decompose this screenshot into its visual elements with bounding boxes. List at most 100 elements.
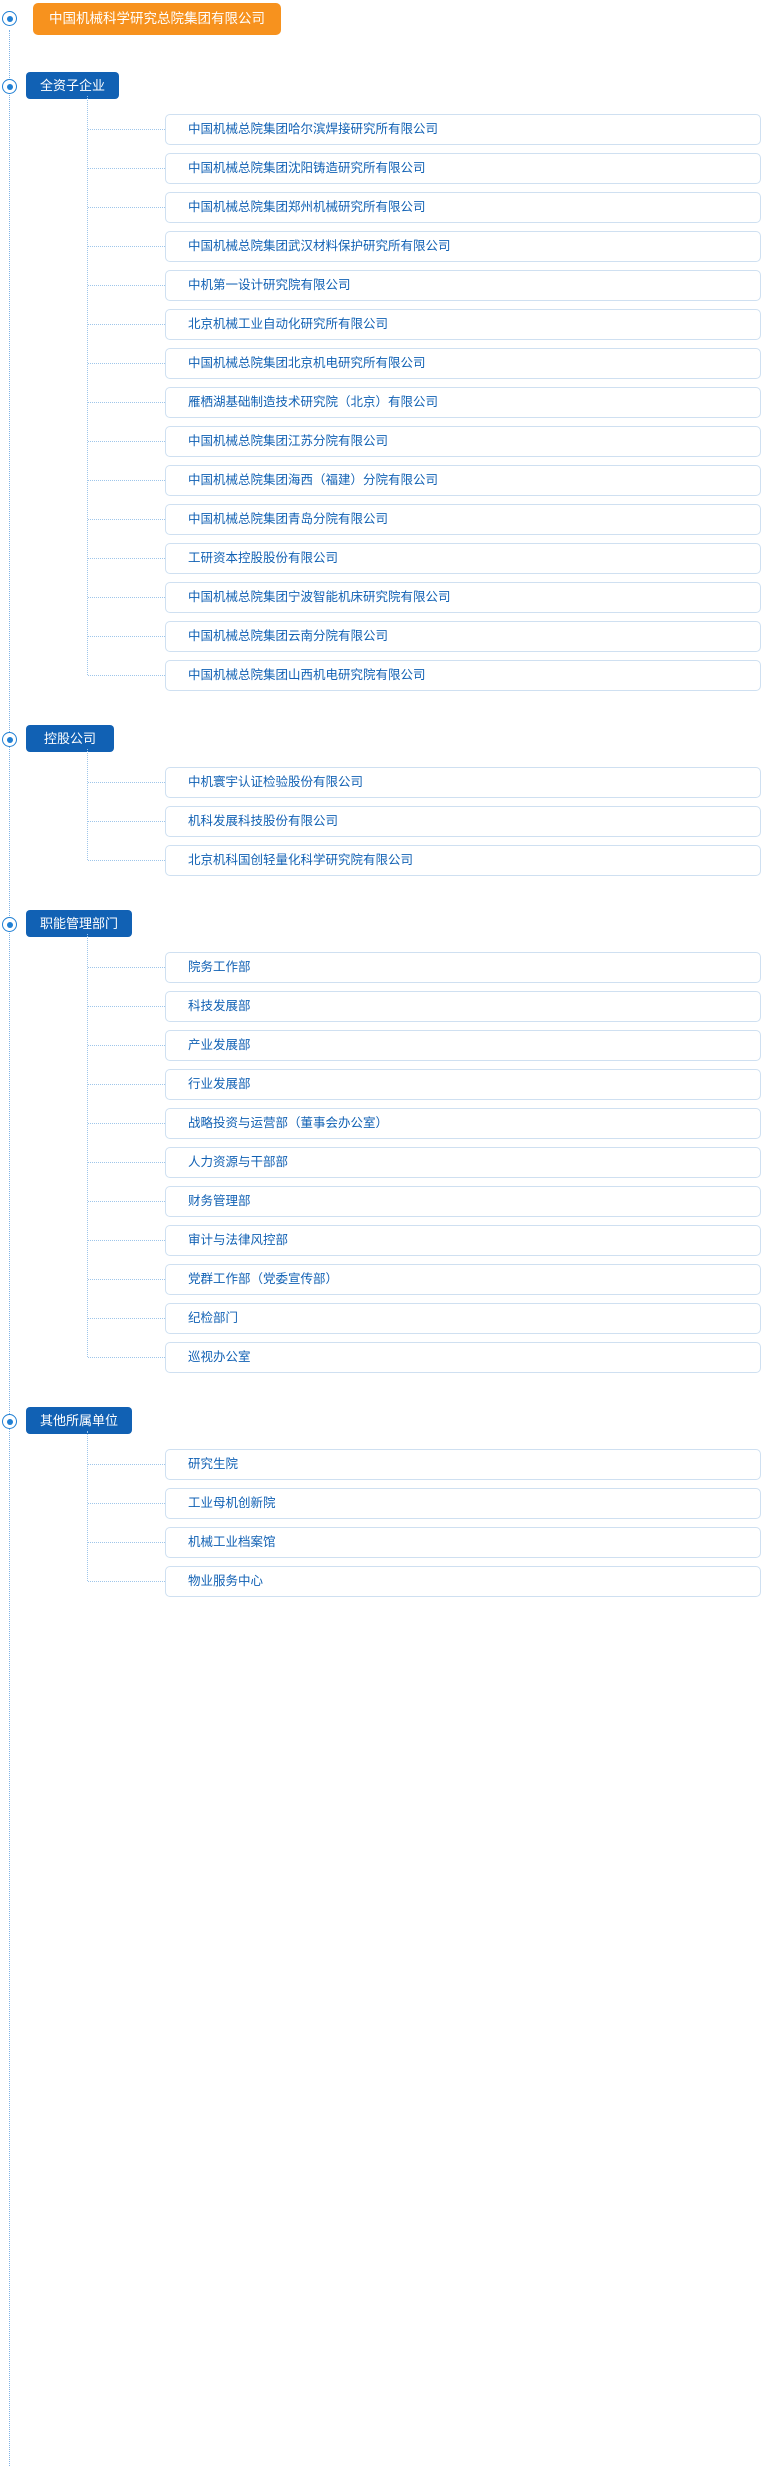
- item-connector-line: [88, 1464, 165, 1465]
- org-item: 中国机械总院集团宁波智能机床研究院有限公司: [0, 578, 779, 617]
- item-connector-line: [88, 168, 165, 169]
- org-item-box[interactable]: 审计与法律风控部: [165, 1225, 761, 1256]
- item-connector-line: [88, 1006, 165, 1007]
- org-item: 北京机科国创轻量化科学研究院有限公司: [0, 841, 779, 880]
- item-connector-line: [88, 1162, 165, 1163]
- org-item-box[interactable]: 中机寰宇认证检验股份有限公司: [165, 767, 761, 798]
- org-item: 北京机械工业自动化研究所有限公司: [0, 305, 779, 344]
- org-item: 中国机械总院集团沈阳铸造研究所有限公司: [0, 149, 779, 188]
- branch-connector-line: [87, 749, 88, 860]
- org-item-box[interactable]: 人力资源与干部部: [165, 1147, 761, 1178]
- org-item: 中国机械总院集团海西（福建）分院有限公司: [0, 461, 779, 500]
- section-bullet-icon: [2, 732, 17, 747]
- org-item: 物业服务中心: [0, 1562, 779, 1601]
- org-item: 中机第一设计研究院有限公司: [0, 266, 779, 305]
- branch-connector-line: [87, 1431, 88, 1581]
- item-connector-line: [88, 402, 165, 403]
- item-connector-line: [88, 129, 165, 130]
- org-section: 职能管理部门院务工作部科技发展部产业发展部行业发展部战略投资与运营部（董事会办公…: [0, 902, 779, 1377]
- section-items: 中国机械总院集团哈尔滨焊接研究所有限公司中国机械总院集团沈阳铸造研究所有限公司中…: [0, 96, 779, 695]
- org-item: 纪检部门: [0, 1299, 779, 1338]
- org-item-box[interactable]: 中国机械总院集团宁波智能机床研究院有限公司: [165, 582, 761, 613]
- org-item-box[interactable]: 党群工作部（党委宣传部）: [165, 1264, 761, 1295]
- org-item-box[interactable]: 雁栖湖基础制造技术研究院（北京）有限公司: [165, 387, 761, 418]
- org-item-box[interactable]: 财务管理部: [165, 1186, 761, 1217]
- item-connector-line: [88, 967, 165, 968]
- org-item-box[interactable]: 战略投资与运营部（董事会办公室）: [165, 1108, 761, 1139]
- org-item: 人力资源与干部部: [0, 1143, 779, 1182]
- org-item-box[interactable]: 工业母机创新院: [165, 1488, 761, 1519]
- org-item-box[interactable]: 中国机械总院集团江苏分院有限公司: [165, 426, 761, 457]
- org-item-box[interactable]: 中国机械总院集团沈阳铸造研究所有限公司: [165, 153, 761, 184]
- org-item: 党群工作部（党委宣传部）: [0, 1260, 779, 1299]
- item-connector-line: [88, 636, 165, 637]
- org-item: 机械工业档案馆: [0, 1523, 779, 1562]
- org-item-box[interactable]: 工研资本控股股份有限公司: [165, 543, 761, 574]
- sections-host: 全资子企业中国机械总院集团哈尔滨焊接研究所有限公司中国机械总院集团沈阳铸造研究所…: [0, 64, 779, 1623]
- org-item-box[interactable]: 机械工业档案馆: [165, 1527, 761, 1558]
- section-header-row: 其他所属单位: [0, 1399, 779, 1445]
- org-item: 巡视办公室: [0, 1338, 779, 1377]
- section-title-4[interactable]: 其他所属单位: [26, 1407, 133, 1434]
- org-item: 雁栖湖基础制造技术研究院（北京）有限公司: [0, 383, 779, 422]
- org-item-box[interactable]: 产业发展部: [165, 1030, 761, 1061]
- org-item: 产业发展部: [0, 1026, 779, 1065]
- org-item-box[interactable]: 机科发展科技股份有限公司: [165, 806, 761, 837]
- org-item-box[interactable]: 科技发展部: [165, 991, 761, 1022]
- org-item-box[interactable]: 中国机械总院集团郑州机械研究所有限公司: [165, 192, 761, 223]
- org-item-box[interactable]: 巡视办公室: [165, 1342, 761, 1373]
- item-connector-line: [88, 285, 165, 286]
- item-connector-line: [88, 558, 165, 559]
- org-item-box[interactable]: 中国机械总院集团山西机电研究院有限公司: [165, 660, 761, 691]
- org-item: 研究生院: [0, 1445, 779, 1484]
- org-item-box[interactable]: 中国机械总院集团武汉材料保护研究所有限公司: [165, 231, 761, 262]
- item-connector-line: [88, 860, 165, 861]
- item-connector-line: [88, 1123, 165, 1124]
- item-connector-line: [88, 1318, 165, 1319]
- section-bullet-icon: [2, 79, 17, 94]
- org-item: 中机寰宇认证检验股份有限公司: [0, 763, 779, 802]
- org-item-box[interactable]: 中国机械总院集团哈尔滨焊接研究所有限公司: [165, 114, 761, 145]
- item-connector-line: [88, 441, 165, 442]
- org-section: 其他所属单位研究生院工业母机创新院机械工业档案馆物业服务中心: [0, 1399, 779, 1601]
- org-item-box[interactable]: 院务工作部: [165, 952, 761, 983]
- section-header-row: 全资子企业: [0, 64, 779, 110]
- main-connector-line: [9, 30, 10, 2466]
- org-item: 中国机械总院集团武汉材料保护研究所有限公司: [0, 227, 779, 266]
- org-section: 全资子企业中国机械总院集团哈尔滨焊接研究所有限公司中国机械总院集团沈阳铸造研究所…: [0, 64, 779, 695]
- section-title-1[interactable]: 全资子企业: [26, 72, 120, 99]
- org-item-box[interactable]: 北京机械工业自动化研究所有限公司: [165, 309, 761, 340]
- item-connector-line: [88, 1201, 165, 1202]
- item-connector-line: [88, 480, 165, 481]
- spacer: [0, 880, 779, 902]
- root-company-node[interactable]: 中国机械科学研究总院集团有限公司: [33, 3, 281, 35]
- org-item-box[interactable]: 北京机科国创轻量化科学研究院有限公司: [165, 845, 761, 876]
- org-item-box[interactable]: 中国机械总院集团青岛分院有限公司: [165, 504, 761, 535]
- org-item-box[interactable]: 中国机械总院集团北京机电研究所有限公司: [165, 348, 761, 379]
- org-item: 行业发展部: [0, 1065, 779, 1104]
- org-item-box[interactable]: 纪检部门: [165, 1303, 761, 1334]
- org-item-box[interactable]: 中机第一设计研究院有限公司: [165, 270, 761, 301]
- org-item: 院务工作部: [0, 948, 779, 987]
- org-item: 审计与法律风控部: [0, 1221, 779, 1260]
- item-connector-line: [88, 1045, 165, 1046]
- item-connector-line: [88, 1503, 165, 1504]
- section-bullet-icon: [2, 1414, 17, 1429]
- section-title-3[interactable]: 职能管理部门: [26, 910, 133, 937]
- section-title-2[interactable]: 控股公司: [26, 725, 114, 752]
- item-connector-line: [88, 1357, 165, 1358]
- org-item-box[interactable]: 行业发展部: [165, 1069, 761, 1100]
- org-item-box[interactable]: 研究生院: [165, 1449, 761, 1480]
- org-item: 财务管理部: [0, 1182, 779, 1221]
- org-item-box[interactable]: 物业服务中心: [165, 1566, 761, 1597]
- org-item-box[interactable]: 中国机械总院集团海西（福建）分院有限公司: [165, 465, 761, 496]
- root-bullet-icon: [2, 11, 17, 26]
- org-item-box[interactable]: 中国机械总院集团云南分院有限公司: [165, 621, 761, 652]
- spacer: [0, 42, 779, 64]
- item-connector-line: [88, 519, 165, 520]
- section-items: 中机寰宇认证检验股份有限公司机科发展科技股份有限公司北京机科国创轻量化科学研究院…: [0, 749, 779, 880]
- item-connector-line: [88, 363, 165, 364]
- org-section: 控股公司中机寰宇认证检验股份有限公司机科发展科技股份有限公司北京机科国创轻量化科…: [0, 717, 779, 880]
- spacer: [0, 695, 779, 717]
